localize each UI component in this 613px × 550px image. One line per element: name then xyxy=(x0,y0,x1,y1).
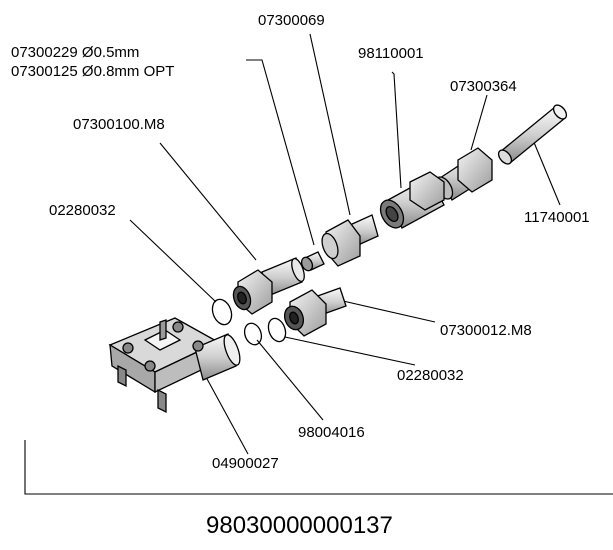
o-ring-98004016 xyxy=(243,322,263,346)
label-07300229: 07300229 Ø0.5mm xyxy=(11,44,140,61)
leader-02280032-bottom xyxy=(284,336,416,366)
leader-04900027 xyxy=(199,365,249,455)
label-07300069: 07300069 xyxy=(258,12,325,29)
o-ring-02280032-top xyxy=(211,298,233,326)
label-98004016: 98004016 xyxy=(298,424,365,441)
label-98110001: 98110001 xyxy=(358,45,424,62)
assembly-bracket xyxy=(24,440,613,495)
label-02280032-top: 02280032 xyxy=(49,202,116,219)
leader-07300012 xyxy=(329,297,436,323)
o-ring-02280032-bottom xyxy=(267,317,287,343)
fitting-07300012 xyxy=(283,287,347,337)
label-07300364: 07300364 xyxy=(450,78,517,95)
label-02280032-bottom: 02280032 xyxy=(397,367,464,384)
assembly-number: 98030000000137 xyxy=(206,512,393,539)
leader-11740001 xyxy=(532,139,561,206)
leader-07300100 xyxy=(159,142,257,261)
tube-11740001 xyxy=(497,104,568,165)
leader-02280032-top xyxy=(129,219,217,303)
label-07300125: 07300125 Ø0.8mm OPT xyxy=(11,63,175,80)
label-07300012: 07300012.M8 xyxy=(440,322,532,339)
label-11740001: 11740001 xyxy=(524,209,590,226)
leader-07300069 xyxy=(309,33,351,216)
leader-98110001 xyxy=(391,71,402,189)
label-07300100: 07300100.M8 xyxy=(73,116,165,133)
jet-07300229 xyxy=(300,251,325,272)
fitting-98110001 xyxy=(379,171,445,229)
leader-98004016 xyxy=(256,339,324,421)
leader-lines xyxy=(24,33,613,495)
leader-07300364 xyxy=(470,94,488,151)
adapter-07300100 xyxy=(232,257,305,315)
flowmeter-04900027 xyxy=(108,317,241,414)
nut-07300069 xyxy=(321,214,379,267)
label-04900027: 04900027 xyxy=(212,455,279,472)
leader-07300229 xyxy=(246,59,315,246)
